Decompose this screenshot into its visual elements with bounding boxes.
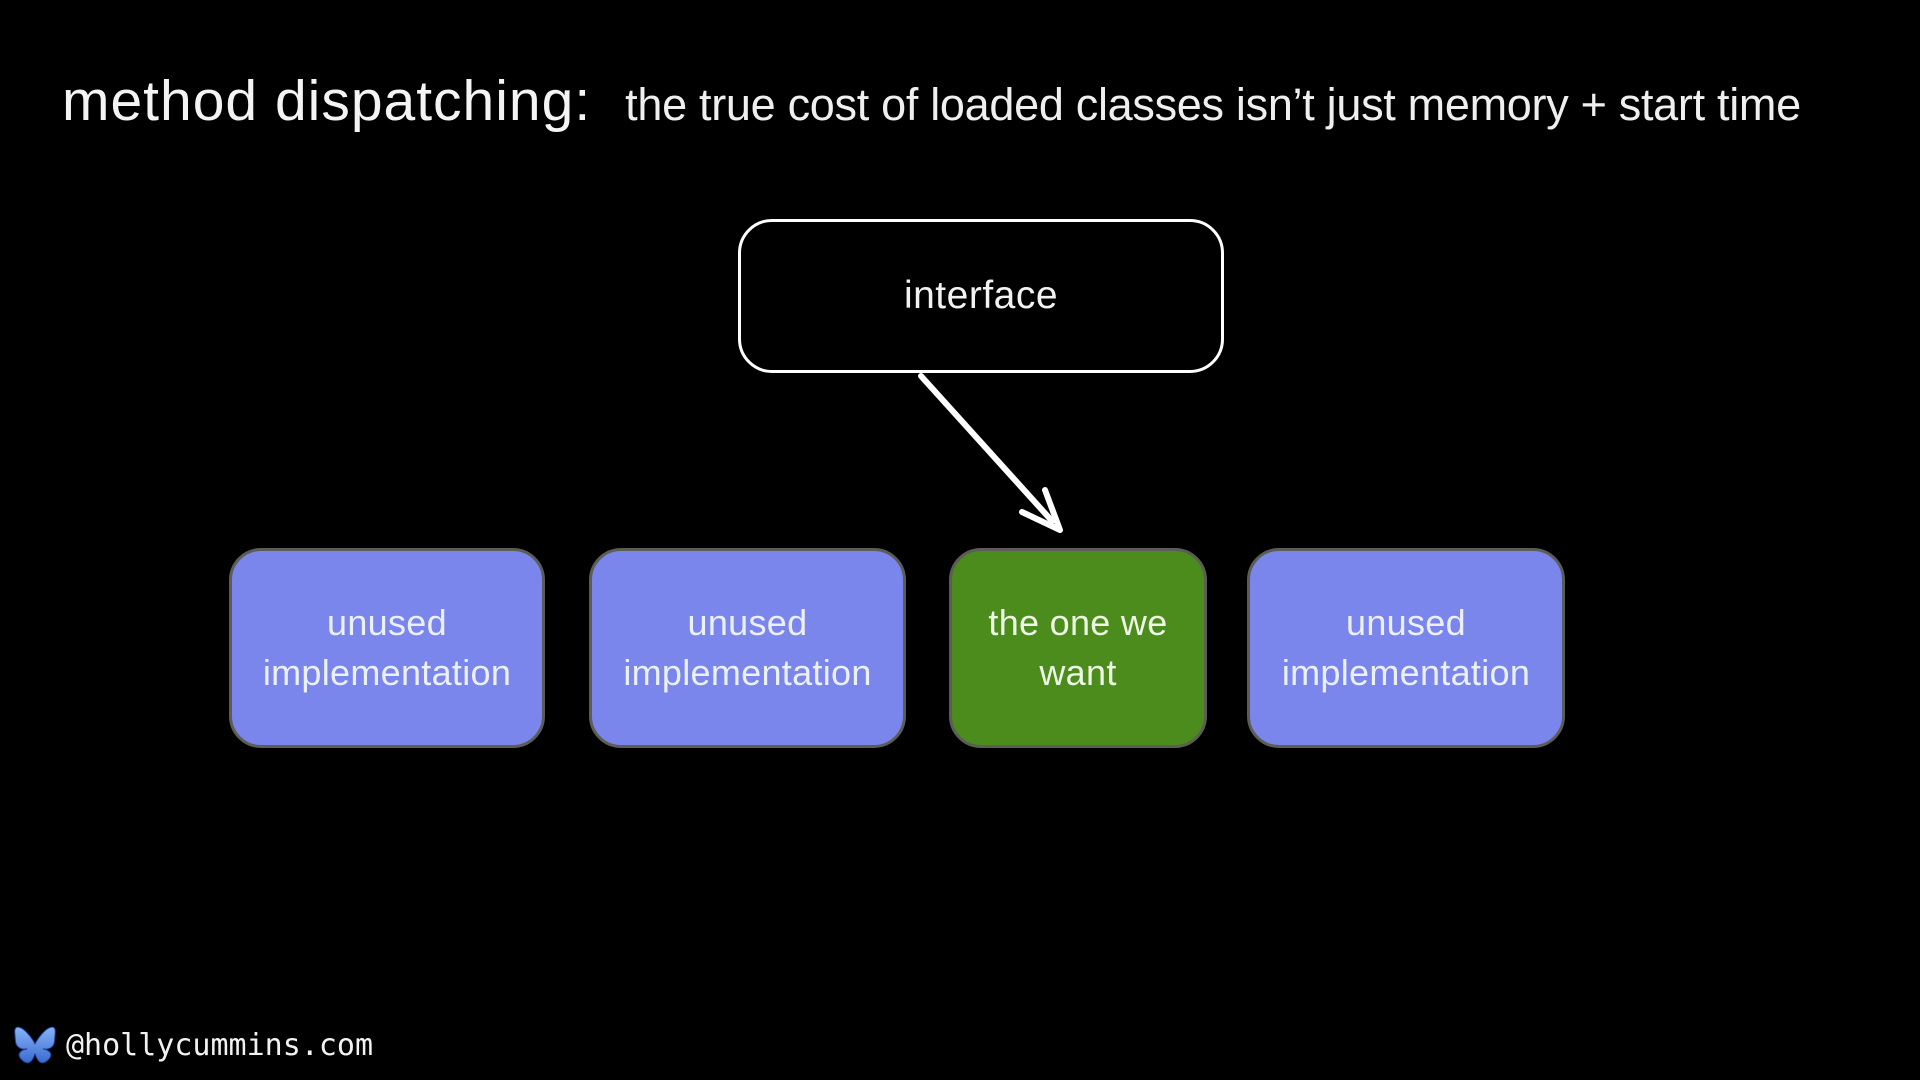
slide-title: method dispatching: <box>62 69 592 133</box>
implementation-box-label: the one we <box>988 602 1168 644</box>
implementation-box-label: implementation <box>623 652 872 693</box>
bluesky-butterfly-icon <box>14 1026 56 1064</box>
implementation-box-unused-2: unused implementation <box>589 548 906 748</box>
implementation-box-label: unused <box>687 602 808 644</box>
slide-title-row: method dispatching: the true cost of loa… <box>62 68 1890 134</box>
footer: @hollycummins.com <box>14 1026 373 1064</box>
interface-box-label: interface <box>903 274 1059 317</box>
implementation-box-label: want <box>1039 652 1117 693</box>
footer-handle: @hollycummins.com <box>66 1027 374 1063</box>
implementation-box-label: implementation <box>1281 652 1531 693</box>
implementation-box-unused-3: unused implementation <box>1247 548 1565 748</box>
interface-box: interface <box>738 219 1224 373</box>
implementation-box-label: unused <box>327 602 447 644</box>
implementation-box-label: unused <box>1346 602 1466 644</box>
implementation-box-the-one-we-want: the one we want <box>949 548 1207 748</box>
slide-subtitle: the true cost of loaded classes isn’t ju… <box>625 79 1801 130</box>
implementation-box-unused-1: unused implementation <box>229 548 545 748</box>
implementation-box-label: implementation <box>262 652 512 693</box>
